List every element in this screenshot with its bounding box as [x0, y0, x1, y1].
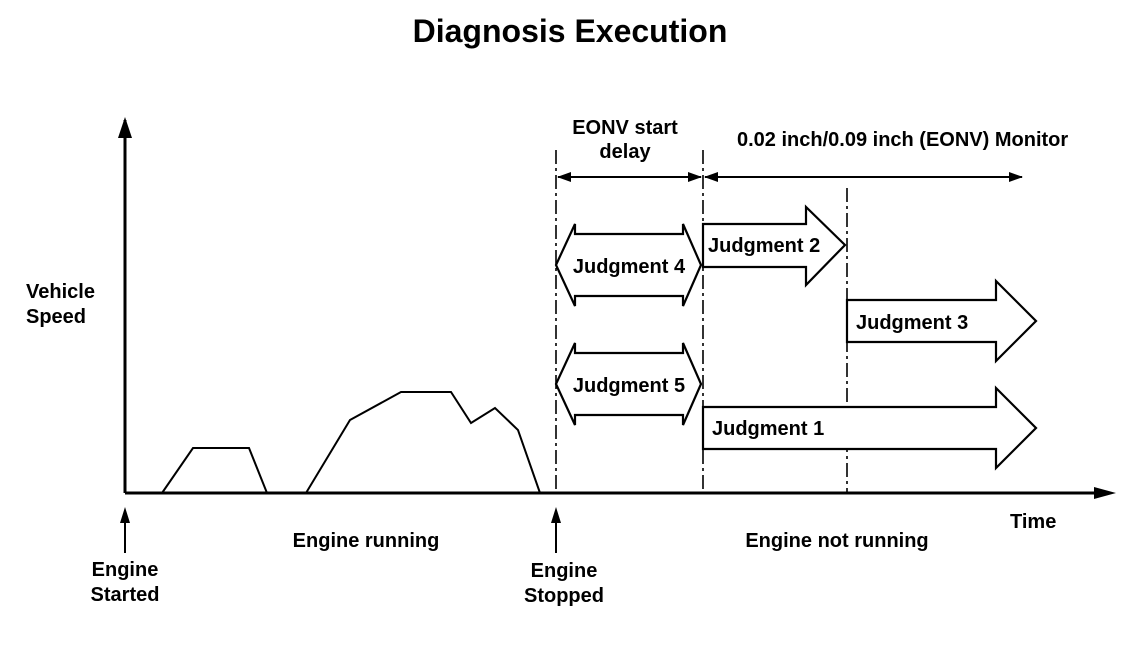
judgment-3-arrow — [845, 278, 1038, 364]
speed-profile-segment-2 — [305, 391, 541, 494]
x-axis-label: Time — [1010, 511, 1056, 533]
speed-profile-segment-1 — [161, 447, 268, 494]
engine-running-label: Engine running — [293, 530, 440, 552]
judgment-2-label: Judgment 2 — [708, 235, 820, 257]
x-axis-arrowhead — [1094, 487, 1116, 499]
judgment-2-arrow — [701, 204, 847, 288]
engine-stopped-label-line1: Engine — [531, 560, 598, 582]
judgment-5-label: Judgment 5 — [573, 375, 685, 397]
eonv-start-delay-label-line2: delay — [599, 141, 651, 163]
monitor-label: 0.02 inch/0.09 inch (EONV) Monitor — [737, 129, 1068, 151]
judgment-4-label: Judgment 4 — [573, 256, 686, 278]
diagram-title: Diagnosis Execution — [413, 13, 728, 49]
judgment-1-label: Judgment 1 — [712, 418, 824, 440]
y-axis-label-line1: Vehicle — [26, 281, 95, 303]
y-axis-arrowhead — [118, 117, 132, 138]
engine-not-running-label: Engine not running — [745, 530, 928, 552]
engine-stopped-label-line2: Stopped — [524, 585, 604, 607]
eonv-start-delay-label-line1: EONV start — [572, 117, 678, 139]
engine-stopped-arrowhead — [551, 507, 561, 523]
judgment-4-arrow — [554, 223, 703, 307]
engine-started-label-line1: Engine — [92, 559, 159, 581]
judgment-5-arrow — [554, 342, 703, 426]
judgment-1-arrow — [701, 385, 1038, 471]
engine-started-label-line2: Started — [91, 584, 160, 606]
y-axis-label-line2: Speed — [26, 306, 86, 328]
judgment-3-label: Judgment 3 — [856, 312, 968, 334]
engine-started-arrowhead — [120, 507, 130, 523]
